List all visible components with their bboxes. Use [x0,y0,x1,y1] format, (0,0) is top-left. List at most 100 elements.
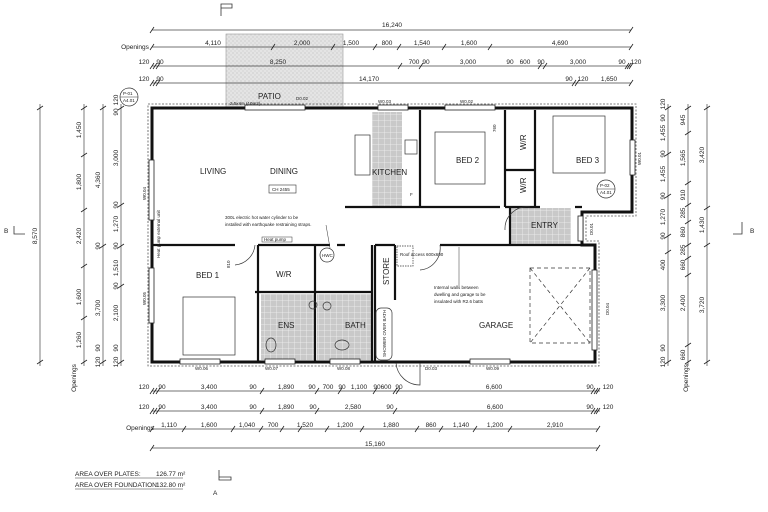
dimension-bottom-row2: 90 [386,404,394,411]
dimension-bottom-row1: 600 [381,384,392,391]
dimension-bottom-opening: 700 [268,422,279,429]
dimension-tick [684,272,692,278]
dimension-top-opening: 2,000 [294,40,311,47]
dimension-tick [155,407,161,415]
dimension-tick [117,359,125,365]
dimension-tick [330,43,336,51]
door-size-bed2: 760 [492,124,497,132]
dimension-tick [149,425,155,433]
dimension-right-opening: 945 [680,114,687,125]
dimension-tick [684,359,692,365]
dimension-left-row3: 90 [113,201,120,209]
dimension-right-row1: 120 [660,98,667,109]
dimension-tick [149,444,155,452]
dimension-tick [181,425,187,433]
dimension-top-row3: 90 [618,59,626,66]
dimension-tick [574,79,580,87]
entry-floor [511,208,571,245]
dimension-tick [684,255,692,261]
ensuite-floor [261,294,315,360]
dimension-bottom-row2: 120 [139,404,150,411]
section-ref-p02-sheet: A4.01 [600,190,612,195]
dimension-bottom-row1: 90 [249,384,257,391]
dimension-left-overall: 8,570 [32,227,39,244]
room-label-wr-bed3: W/R [519,177,528,193]
dimension-left-row2: 4,360 [95,171,102,188]
bath-tub [375,307,393,361]
patio-size: 2.5x4m (10m2) [230,101,261,106]
section-ref-p01: P-01 [123,91,133,96]
openings-label-left: Openings [71,363,78,392]
dimension-tick [117,202,125,208]
dimension-left-row3: 1,270 [113,215,120,232]
dimension-tick [628,79,634,87]
dimension-top-row3: 90 [156,59,164,66]
kitchen-floor [372,112,402,206]
dimension-tick [628,26,634,34]
dimension-tick [279,425,285,433]
hwc-label: HWC [322,253,333,258]
dimension-top-row3: 700 [409,59,420,66]
section-marker-b-left: B [4,228,8,235]
dimension-top-row3: 600 [520,59,531,66]
dimension-left-row3: 90 [113,344,120,352]
interior-walls [152,110,582,362]
dimension-top-opening: 1,600 [461,40,478,47]
room-label-ensuite: ENS [278,321,294,330]
dimension-top-row3: 8,250 [270,59,287,66]
window-tag-w007: W0.07 [265,366,279,371]
dimension-tick [397,62,403,70]
room-label-wr-bed2: W/R [519,134,528,150]
note-hot-water-1: 300L electric hot water cylinder to be [225,215,299,220]
ceiling-height-tag: CH 2455 [272,187,290,192]
dimension-top-row4: 120 [139,76,150,83]
dimension-tick [664,249,672,255]
dimension-tick [684,180,692,186]
dimension-tick [155,62,161,70]
roof-access-tag: Roof access 600x600 [400,252,444,257]
dimension-bottom-row1: 6,600 [486,384,503,391]
dimension-tick [703,105,711,111]
door-size-bed1: 810 [226,260,231,268]
dimension-tick [80,105,88,111]
dimension-tick [80,207,88,213]
door-tag-d001: D0.01 [589,222,594,235]
dimension-right-row3: 1,430 [699,216,706,233]
room-label-kitchen: KITCHEN [372,168,407,177]
dimension-top-opening: 800 [382,40,393,47]
room-label-living: LIVING [200,167,226,176]
dimension-bottom-row1: 90 [395,384,403,391]
dimension-tick [314,407,320,415]
dimension-right-row1: 90 [660,192,667,200]
room-label-dining: DINING [270,167,298,176]
dimension-top-opening: 1,500 [343,40,360,47]
dimension-tick [117,105,125,111]
dimension-left-opening: 1,600 [76,288,83,305]
dimension-tick [324,425,330,433]
area-plates-label: AREA OVER PLATES: [75,471,141,478]
dimension-right-row1: 90 [660,232,667,240]
dimension-tick [595,425,601,433]
dimension-bottom-opening: 1,140 [453,422,470,429]
patio-area [225,33,344,109]
dimension-right-row3: 3,720 [699,296,706,313]
dimension-bottom-opening: 1,200 [487,422,504,429]
room-labels: PATIO 2.5x4m (10m2) LIVING DINING KITCHE… [196,92,600,357]
dimension-tick [152,79,158,87]
dimension-tick [99,359,107,365]
dimension-bottom-row2: 2,580 [345,404,362,411]
dimension-tick [392,387,398,395]
note-hot-water-2: installed with earthquake restraining st… [225,222,312,227]
dimension-right-opening: 660 [680,259,687,270]
window-tag-w004: W0.04 [142,186,147,200]
dimension-tick [230,425,236,433]
notes: 300L electric hot water cylinder to be i… [225,215,486,304]
dimension-tick [99,105,107,111]
dimension-bottom-opening: 1,200 [337,422,354,429]
openings-label-top: Openings [121,44,150,51]
window-tag-w002: W0.02 [460,99,474,104]
dimension-tick [80,315,88,321]
dimension-bottom-opening: 1,040 [239,422,256,429]
dimension-right-opening: 910 [680,189,687,200]
